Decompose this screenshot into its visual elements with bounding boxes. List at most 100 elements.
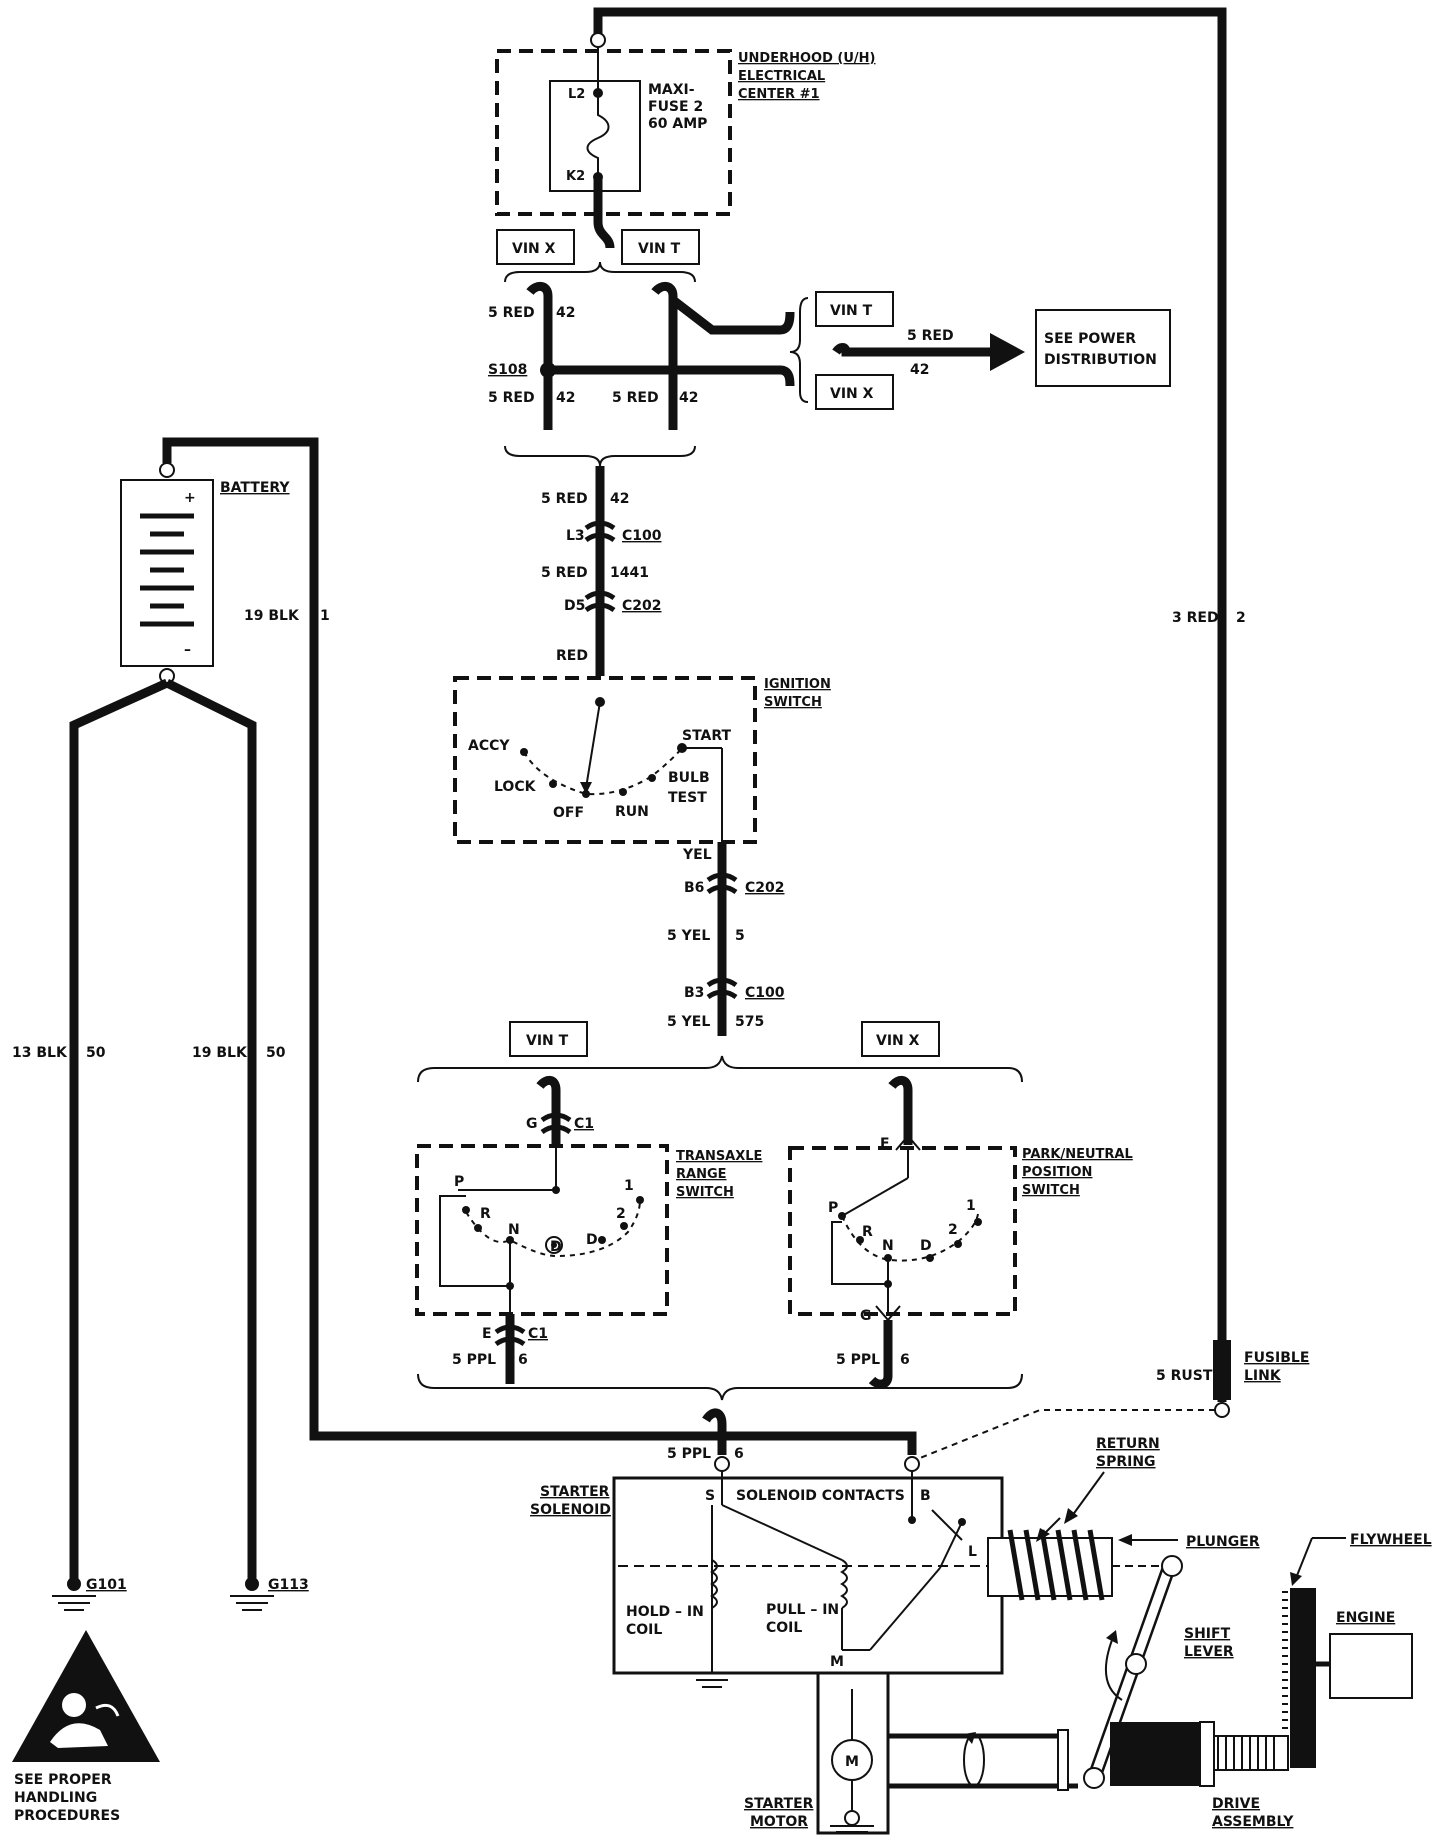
feed-conn-1-left: L3 bbox=[566, 528, 585, 544]
feed-wire-1-right: 42 bbox=[610, 491, 629, 507]
feed-wire-3-left: RED bbox=[556, 648, 588, 664]
solenoid-s-feed bbox=[702, 1408, 727, 1455]
ground-2-circuit: 50 bbox=[266, 1045, 286, 1061]
ignition-pos-lock bbox=[549, 780, 557, 788]
crank-conn-2-right: C100 bbox=[745, 985, 785, 1001]
c100-connector-b3 bbox=[706, 977, 738, 988]
fusible-link-terminal bbox=[1214, 1402, 1230, 1418]
vin-t-tag-top-label: VIN T bbox=[638, 241, 681, 257]
pn-conn-bottom-pin: G bbox=[860, 1308, 872, 1324]
splice-circuit-bottom-right: 42 bbox=[679, 390, 698, 406]
crank-conn-1-right: C202 bbox=[745, 880, 785, 896]
pn-title-2: POSITION bbox=[1022, 1165, 1092, 1180]
pn-pos-d: D bbox=[920, 1238, 932, 1254]
s108-label: S108 bbox=[488, 362, 527, 378]
pn-arc bbox=[841, 1213, 979, 1262]
ground-cable-g101 bbox=[69, 678, 169, 1584]
flywheel-label: FLYWHEEL bbox=[1350, 1532, 1432, 1548]
transaxle-pos-2: 2 bbox=[616, 1206, 626, 1222]
vin-x-tag-top bbox=[496, 229, 575, 265]
fusible-link-label-2: LINK bbox=[1244, 1368, 1282, 1384]
starter-solenoid-label-2: SOLENOID bbox=[530, 1502, 611, 1518]
splice-wire-bottom-right: 5 RED bbox=[612, 390, 659, 406]
vin-t-tag-mid-label: VIN T bbox=[526, 1033, 569, 1049]
shift-lever-label-1: SHIFT bbox=[1184, 1626, 1231, 1642]
hold-in-coil bbox=[710, 1559, 718, 1609]
transaxle-conn-bottom-name: C1 bbox=[528, 1326, 548, 1342]
pn-switch-outline bbox=[788, 1146, 1017, 1316]
ignition-label-bulb: BULB bbox=[668, 770, 710, 786]
battery-feed-circuit-label: 2 bbox=[1236, 610, 1246, 626]
ignition-label-lock: LOCK bbox=[494, 779, 537, 795]
pn-title-3: SWITCH bbox=[1022, 1183, 1080, 1198]
hold-coil-label-2: COIL bbox=[626, 1622, 662, 1638]
starter-motor: M STARTER MOTOR bbox=[744, 1671, 1078, 1835]
solenoid-term-b: B bbox=[920, 1488, 931, 1504]
vin-brace-wide-top bbox=[417, 1055, 1023, 1083]
fusible-link-label-1: FUSIBLE bbox=[1244, 1350, 1309, 1366]
transaxle-pos-n: N bbox=[508, 1222, 520, 1238]
solenoid-contact-bar bbox=[939, 1521, 963, 1569]
feed-conn-2-left: D5 bbox=[564, 598, 585, 614]
g113-label: G113 bbox=[268, 1577, 309, 1593]
ignition-switch-outline bbox=[453, 676, 757, 844]
crank-wire-2-left: 5 YEL bbox=[667, 928, 710, 944]
pn-title-1: PARK/NEUTRAL bbox=[1022, 1147, 1133, 1162]
fuse-element bbox=[586, 93, 610, 177]
g101-label: G101 bbox=[86, 1577, 127, 1593]
fuse-pin-top: L2 bbox=[568, 87, 585, 102]
vin-brace-top bbox=[504, 261, 696, 283]
vin-x-tag-right bbox=[815, 374, 894, 410]
transaxle-circuit: 6 bbox=[518, 1352, 528, 1368]
pn-conn-top-pin: F bbox=[880, 1136, 890, 1152]
transaxle-pos-r: R bbox=[480, 1206, 491, 1222]
splice-circuit-top-left: 42 bbox=[556, 305, 575, 321]
shift-lever-pivot bbox=[1125, 1653, 1147, 1675]
esd-line3: PROCEDURES bbox=[14, 1808, 120, 1824]
battery-plus: + bbox=[184, 490, 196, 506]
transaxle-c1-top bbox=[540, 1112, 572, 1123]
ignition-switch: IGNITION SWITCH ACCY LOCK OFF RUN START … bbox=[453, 676, 831, 844]
transaxle-c1-bottom bbox=[494, 1324, 526, 1335]
fuse-center-title-3: CENTER #1 bbox=[738, 87, 820, 102]
shift-lever-label-2: LEVER bbox=[1184, 1644, 1234, 1660]
transaxle-switch-outline bbox=[415, 1144, 669, 1316]
splice-wire-bottom-left: 5 RED bbox=[488, 390, 535, 406]
c202-connector-b6 bbox=[706, 872, 738, 883]
ignition-pos-accy bbox=[520, 748, 528, 756]
crank-conn-2-left: B3 bbox=[684, 985, 704, 1001]
solenoid-feed-circuit: 6 bbox=[734, 1446, 744, 1462]
solenoid-term-l: L bbox=[968, 1544, 977, 1560]
feed-conn-1-right: C100 bbox=[622, 528, 662, 544]
battery-label: BATTERY bbox=[220, 480, 290, 496]
c100-connector-top bbox=[584, 520, 616, 531]
fuse-center-title-2: ELECTRICAL bbox=[738, 69, 825, 84]
splice-section: 5 RED 42 S108 5 RED 42 5 RED 42 VIN T VI… bbox=[488, 282, 1171, 430]
battery-cable-gauge: 19 BLK bbox=[244, 608, 300, 624]
flywheel bbox=[1290, 1588, 1316, 1768]
ignition-pos-bulb bbox=[648, 774, 656, 782]
transaxle-wire: 5 PPL bbox=[452, 1352, 496, 1368]
underhood-electrical-center: L2 K2 MAXI- FUSE 2 60 AMP UNDERHOOD (U/H… bbox=[495, 49, 875, 216]
flywheel-engine: FLYWHEEL ENGINE bbox=[1282, 1532, 1432, 1768]
return-spring-label-1: RETURN bbox=[1096, 1436, 1160, 1452]
solenoid-term-m: M bbox=[830, 1654, 844, 1670]
c202-connector-top bbox=[584, 590, 616, 601]
power-arrow bbox=[990, 333, 1025, 371]
vin-t-tag-right-label: VIN T bbox=[830, 303, 873, 319]
vin-x-tag-right-label: VIN X bbox=[830, 386, 874, 402]
drive-assembly-label-1: DRIVE bbox=[1212, 1796, 1260, 1812]
plunger-label: PLUNGER bbox=[1186, 1534, 1260, 1550]
transaxle-title-1: TRANSAXLE bbox=[676, 1149, 762, 1164]
transaxle-title-2: RANGE bbox=[676, 1167, 727, 1182]
battery-case bbox=[120, 479, 214, 667]
ignition-label-accy: ACCY bbox=[468, 738, 510, 754]
battery-minus: – bbox=[184, 642, 191, 658]
starter-motor-label-2: MOTOR bbox=[750, 1814, 808, 1830]
ground-2-wire: 19 BLK bbox=[192, 1045, 248, 1061]
crank-wire-2-right: 5 bbox=[735, 928, 745, 944]
feed-wire-2-left: 5 RED bbox=[541, 565, 588, 581]
see-power-line1: SEE POWER bbox=[1044, 331, 1136, 347]
shift-lever: SHIFT LEVER bbox=[1083, 1555, 1234, 1789]
ignition-label-test: TEST bbox=[668, 790, 707, 806]
